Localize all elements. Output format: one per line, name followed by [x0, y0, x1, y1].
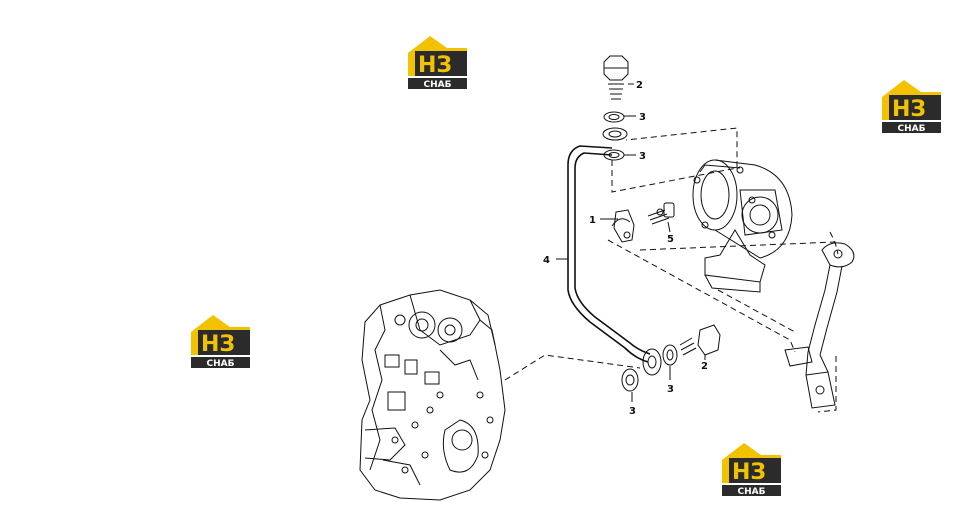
callout-1: 1 [589, 215, 596, 226]
sealing-washer-lower-left [621, 368, 639, 392]
banjo-fitting-top [602, 127, 628, 141]
watermark-logo: НЗ СНАБ [722, 443, 781, 497]
callout-3-middle: 3 [639, 151, 646, 162]
logo-letters: НЗ [418, 53, 452, 78]
logo-letters: НЗ [732, 460, 766, 485]
clamp-bolt [647, 202, 675, 225]
callout-3-lower-left: 3 [629, 406, 636, 417]
logo-word: СНАБ [738, 487, 766, 497]
sealing-washer-lower-right [662, 344, 678, 366]
banjo-fitting-bottom [642, 348, 662, 376]
turbocharger-drawing [692, 159, 793, 293]
banjo-bolt-bottom [679, 324, 721, 356]
callout-2-bottom: 2 [701, 361, 708, 372]
callout-5: 5 [667, 234, 674, 245]
leader-lines [556, 83, 706, 402]
logo-letters: НЗ [892, 97, 926, 122]
pipe-clamp [611, 209, 635, 243]
logo-letters: НЗ [201, 332, 235, 357]
callout-3-lower-right: 3 [667, 384, 674, 395]
watermark-logo: НЗ СНАБ [191, 315, 250, 369]
watermark-logo: НЗ СНАБ [408, 36, 467, 90]
oil-return-pipe [784, 242, 855, 409]
watermark-logo: НЗ СНАБ [882, 80, 941, 134]
callout-4: 4 [543, 255, 550, 266]
engine-block-drawing [359, 289, 506, 501]
callout-2-top: 2 [636, 80, 643, 91]
banjo-bolt-top [603, 55, 629, 100]
logo-word: СНАБ [207, 359, 235, 369]
logo-word: СНАБ [424, 80, 452, 90]
callout-3-upper: 3 [639, 112, 646, 123]
oil-feed-pipe [567, 145, 651, 363]
sealing-washer-upper [603, 111, 625, 123]
logo-word: СНАБ [898, 124, 926, 134]
assembly-dash-lines [504, 127, 839, 413]
